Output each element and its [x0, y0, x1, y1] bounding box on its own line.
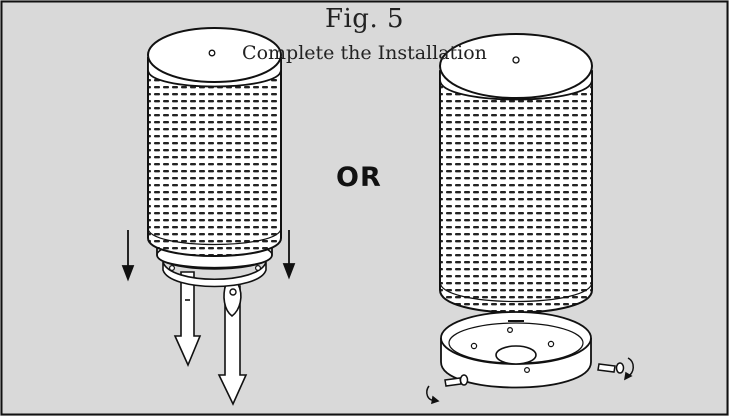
figure-title: Fig. 5: [324, 4, 405, 34]
base-mount-illustration: [426, 33, 634, 405]
or-separator: OR: [336, 162, 382, 193]
down-arrow-icon: [121, 230, 296, 282]
stake-mount-illustration: [121, 27, 296, 406]
screw-icon: [426, 357, 634, 405]
ground-stake-icon: [173, 271, 248, 406]
figure-subtitle: Complete the Installation: [242, 42, 487, 64]
